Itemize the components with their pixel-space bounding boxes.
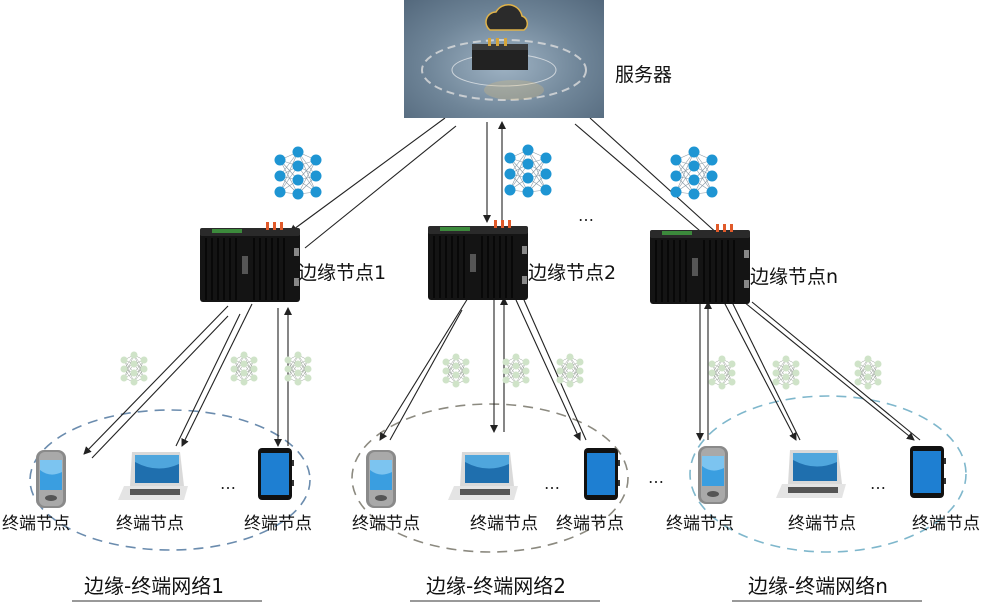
network-n-label: 边缘-终端网络n (748, 574, 888, 598)
network-1-boundary (29, 409, 311, 551)
data-flow-arrow (379, 297, 469, 441)
edge-node-1-device-icon (199, 221, 301, 303)
network-1-label: 边缘-终端网络1 (84, 574, 224, 598)
server-image (404, 0, 604, 118)
net1-terminal-1-label: 终端节点 (2, 514, 70, 534)
network-3-boundary (689, 395, 967, 553)
data-flow-arrow (751, 301, 921, 441)
edge-node-3-device-icon (649, 223, 751, 305)
more-networks-ellipsis: … (648, 468, 665, 487)
local-model-icon-3 (284, 351, 312, 386)
local-model-icon-6 (556, 353, 584, 388)
edge-node-1-label: 边缘节点1 (298, 262, 387, 284)
net3-phone-icon (698, 446, 728, 504)
net1-phone-icon (36, 450, 66, 508)
net1-laptop-icon (118, 452, 188, 500)
local-model-icon-7 (708, 355, 736, 390)
net1-tablet-icon (258, 448, 294, 500)
net2-terminal-1-label: 终端节点 (352, 514, 420, 534)
net1-terminal-3-label: 终端节点 (244, 514, 312, 534)
net2-laptop-icon (448, 452, 518, 500)
netn-terminal-1-label: 终端节点 (666, 514, 734, 534)
data-flow-arrow (743, 301, 915, 441)
net1-more-terminals-ellipsis: … (220, 474, 237, 493)
data-flow-arrow (181, 303, 253, 447)
netn-more-terminals-ellipsis: … (870, 474, 887, 493)
data-flow-arrow (523, 299, 587, 441)
edge-node-2-label: 边缘节点2 (528, 262, 617, 284)
network-2-boundary (351, 403, 629, 553)
data-flow-arrow (304, 125, 457, 249)
data-flow-arrow (83, 305, 229, 455)
net2-terminal-2-label: 终端节点 (470, 514, 538, 534)
net3-tablet-icon (910, 446, 946, 498)
more-edge-nodes-ellipsis: … (578, 206, 595, 225)
edge-node-2-device-icon (427, 219, 529, 301)
local-model-icon-4 (442, 353, 470, 388)
local-model-icon-9 (854, 355, 882, 390)
model-icon-1 (274, 146, 322, 200)
local-model-icon-8 (772, 355, 800, 390)
net3-laptop-icon (776, 450, 846, 498)
data-flow-arrow (589, 117, 721, 237)
model-icon-2 (504, 144, 552, 198)
data-flow-arrow (175, 313, 241, 447)
data-flow-arrow (574, 123, 707, 237)
edge-node-n-label: 边缘节点n (750, 266, 839, 288)
data-flow-arrow (515, 299, 581, 441)
local-model-icon-5 (502, 353, 530, 388)
local-model-icon-1 (120, 351, 148, 386)
netn-terminal-2-label: 终端节点 (788, 514, 856, 534)
net2-more-terminals-ellipsis: … (544, 474, 561, 493)
data-flow-arrow (389, 309, 463, 441)
server-label: 服务器 (615, 64, 673, 86)
cloud-server-icon (421, 4, 587, 101)
net2-terminal-3-label: 终端节点 (556, 514, 624, 534)
data-flow-arrow (723, 301, 797, 441)
data-flow-arrow (731, 301, 801, 441)
data-flow-arrow (289, 117, 446, 233)
network-n-underline (732, 600, 922, 602)
network-1-underline (72, 600, 262, 602)
netn-terminal-3-label: 终端节点 (912, 514, 980, 534)
net2-phone-icon (366, 450, 396, 508)
network-2-label: 边缘-终端网络2 (426, 574, 566, 598)
data-flow-arrow (91, 315, 229, 459)
local-model-icon-2 (230, 351, 258, 386)
net1-terminal-2-label: 终端节点 (116, 514, 184, 534)
network-2-underline (410, 600, 600, 602)
net2-tablet-icon (584, 448, 620, 500)
model-icon-3 (670, 146, 718, 200)
